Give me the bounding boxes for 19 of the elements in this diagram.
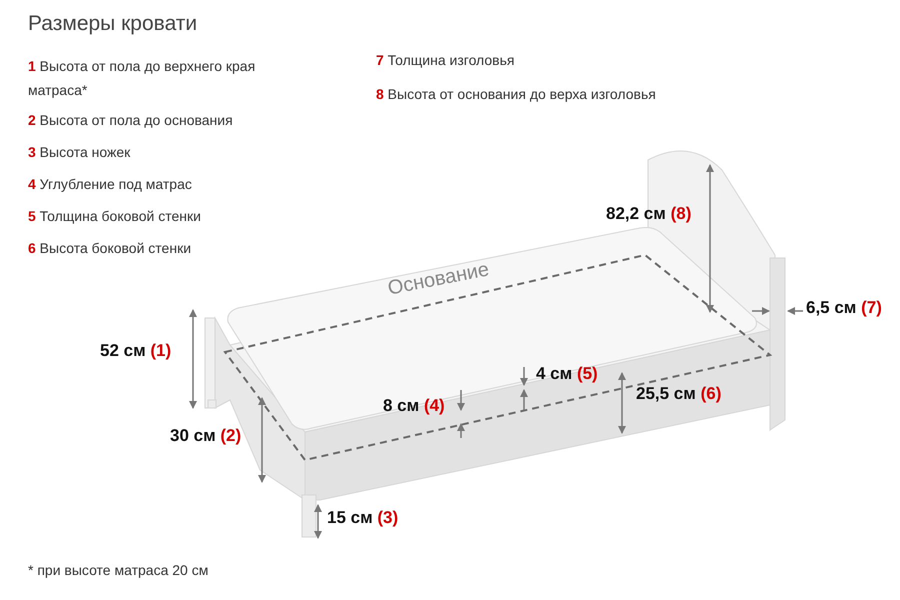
dimension-label: 25,5 см (6) [636, 384, 722, 404]
legend-item: 4 Углубление под матрас [28, 175, 193, 194]
dimension-label: 52 см (1) [100, 341, 172, 361]
dimension-label: 8 см (4) [383, 396, 445, 416]
legend-item: 6 Высота боковой стенки [28, 239, 192, 258]
dimension-label: 4 см (5) [536, 364, 598, 384]
legend-item: 2 Высота от пола до основания [28, 111, 234, 130]
dimension-label: 15 см (3) [327, 508, 398, 528]
legend-item: 5 Толщина боковой стенки [28, 207, 202, 226]
dimension-label: 82,2 см (8) [606, 204, 692, 224]
footnote: * при высоте матраса 20 см [28, 562, 208, 578]
legend-item: 7 Толщина изголовья [376, 51, 516, 70]
legend-item: 8 Высота от основания до верха изголовья [376, 85, 657, 104]
legend-item: 1 Высота от пола до верхнего края матраса* [28, 57, 256, 100]
legend-item: 3 Высота ножек [28, 143, 132, 162]
dimension-label: 6,5 см (7) [806, 298, 882, 318]
heading: Размеры кровати [28, 12, 198, 36]
surface-label: Основание [386, 258, 492, 301]
dimension-label: 30 см (2) [170, 426, 242, 446]
